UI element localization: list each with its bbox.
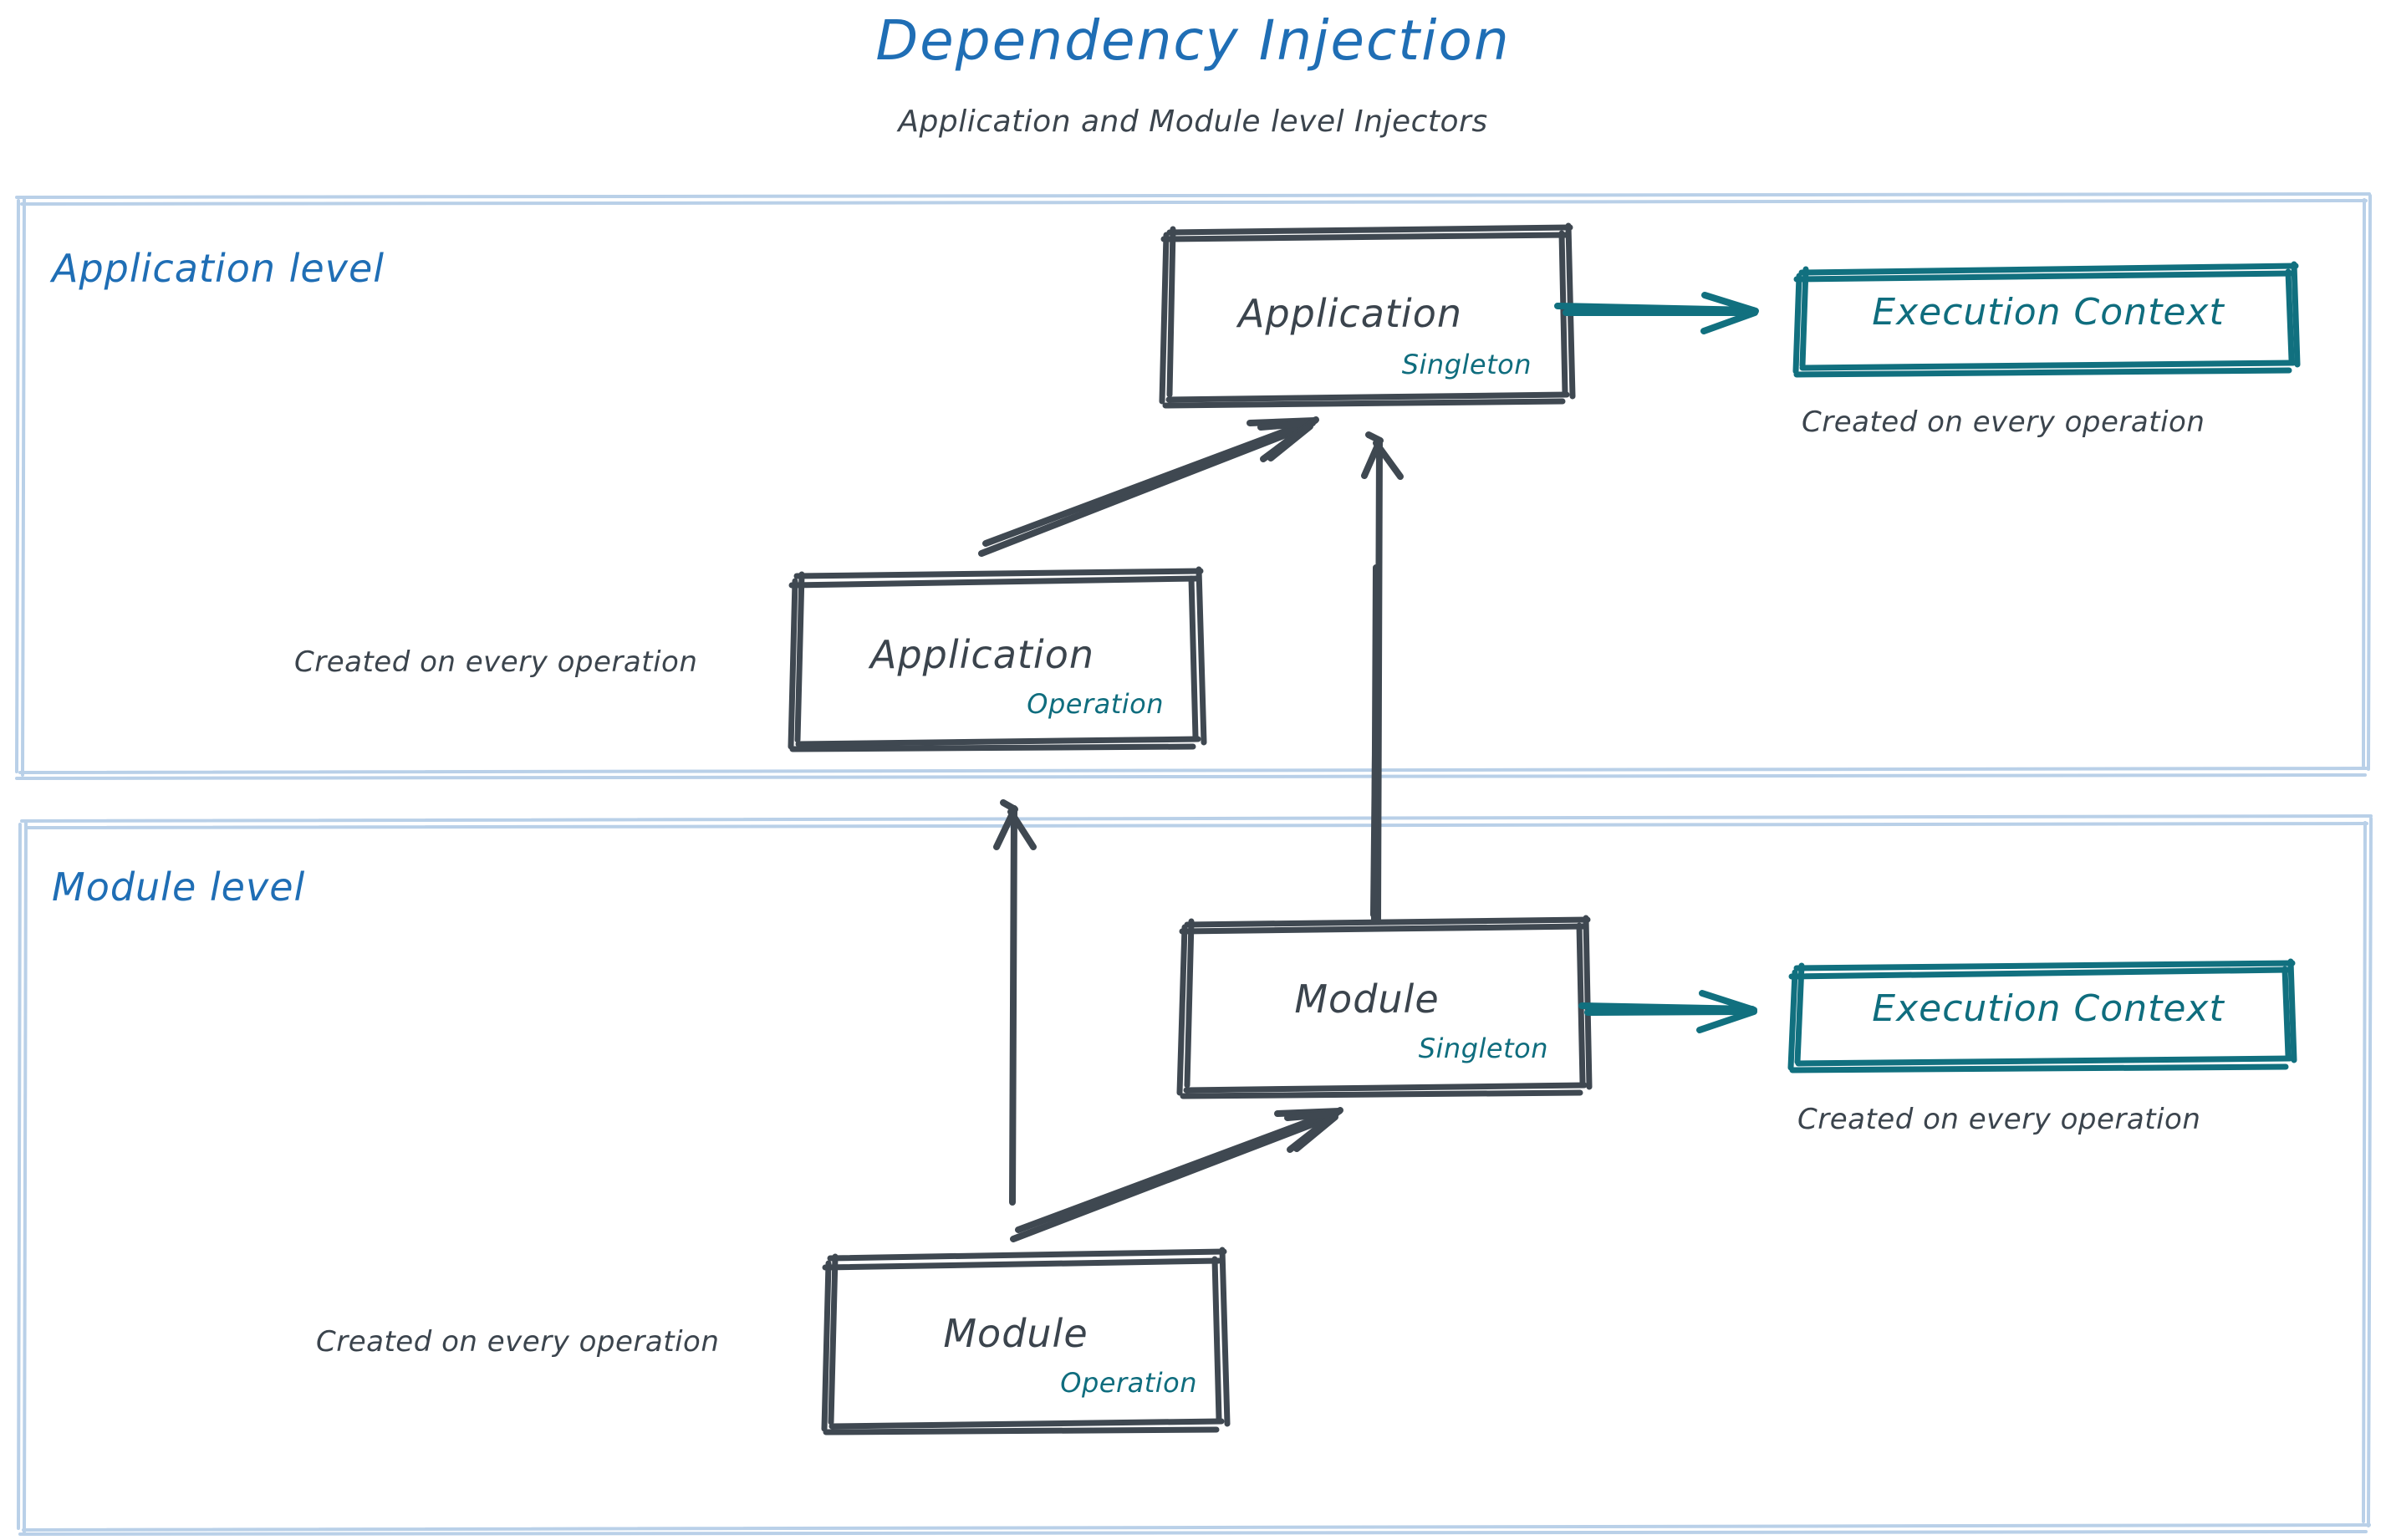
note-module-operation: Created on every operation [316,1325,720,1359]
edge-module-singleton-to-execution-context [1578,990,1757,1033]
page-title: Dependency Injection [875,8,1511,73]
edge-module-singleton-to-app-singleton [1361,431,1404,924]
edge-module-operation-to-app-operation [993,799,1037,1206]
node-label-application-singleton: Application [1237,291,1463,336]
note-module-execution-context: Created on every operation [1797,1103,2201,1136]
edge-app-singleton-to-execution-context [1554,292,1759,334]
module-level-container [17,814,2373,1536]
section-label-application-level: Application level [52,246,385,291]
edge-app-operation-to-app-singleton [978,416,1319,557]
node-label-application-execution-context: Execution Context [1872,291,2225,334]
page-subtitle: Application and Module level Injectors [898,105,1488,139]
node-label-module-singleton: Module [1294,977,1440,1022]
node-label-application-operation: Application [869,632,1095,677]
node-label-module-operation: Module [943,1311,1088,1356]
note-application-operation: Created on every operation [294,645,698,679]
node-label-module-execution-context: Execution Context [1872,987,2225,1030]
section-label-module-level: Module level [52,864,306,910]
node-scope-application-singleton: Singleton [1401,349,1532,380]
node-scope-module-operation: Operation [1060,1367,1197,1399]
edge-module-operation-to-module-singleton [1010,1107,1343,1242]
node-scope-module-singleton: Singleton [1418,1033,1548,1064]
note-application-execution-context: Created on every operation [1802,405,2205,439]
node-scope-application-operation: Operation [1027,688,1164,720]
